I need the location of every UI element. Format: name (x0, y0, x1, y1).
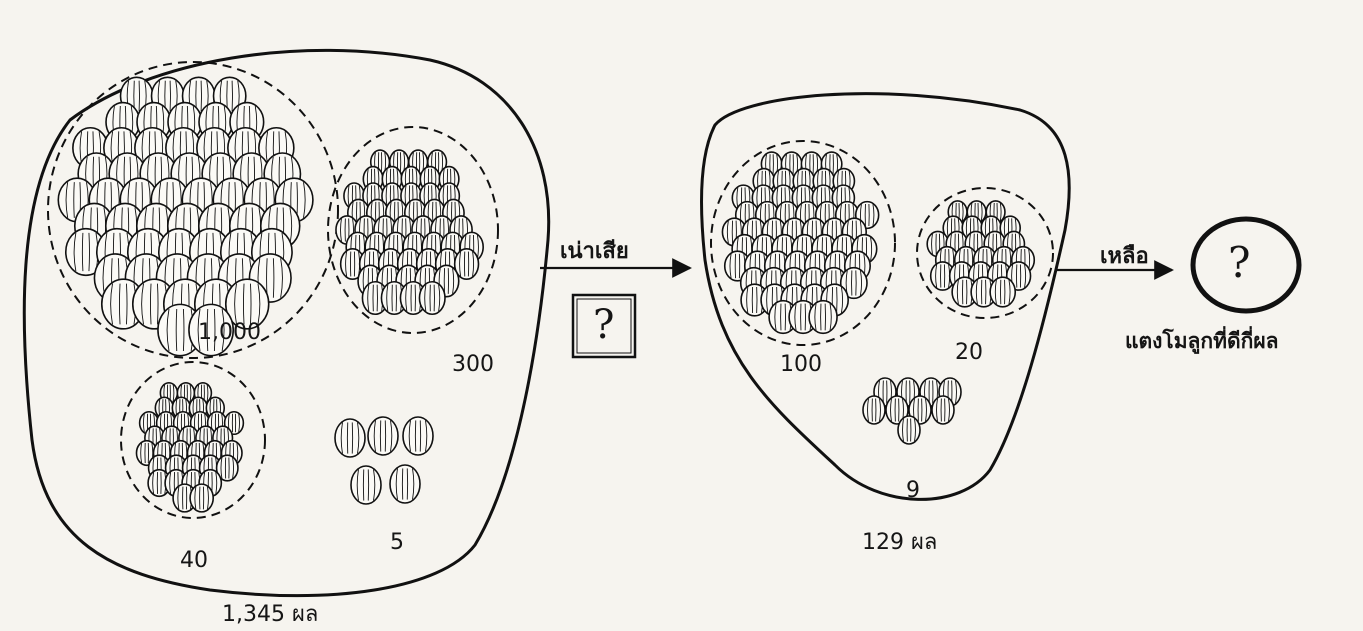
watermelon-fruit (190, 484, 213, 512)
cluster-5-fruits (335, 417, 433, 504)
group-a-total: 1,345 ผล (222, 596, 318, 631)
cluster-9-fruits (863, 378, 961, 444)
watermelon-fruit (932, 396, 954, 424)
remaining-question-mark: ? (1228, 238, 1251, 287)
cluster-100-fruits (722, 152, 878, 333)
cluster-40-fruits (136, 383, 243, 512)
watermelon-fruit (809, 301, 837, 334)
watermelon-fruit (898, 416, 920, 444)
cluster-5-label: 5 (390, 530, 404, 555)
watermelon-fruit (335, 419, 365, 457)
cluster-20-fruits (927, 201, 1034, 307)
cluster-300-fruits (336, 150, 483, 314)
watermelon-fruit (351, 466, 381, 504)
remaining-caption: แตงโมลูกที่ดีกี่ผล (1125, 325, 1279, 358)
watermelon-fruit (368, 417, 398, 455)
watermelon-fruit (419, 282, 445, 315)
cluster-40-label: 40 (180, 548, 208, 573)
cluster-1000-fruits (58, 77, 313, 355)
watermelon-fruit (403, 417, 433, 455)
watermelon-fruit (990, 277, 1015, 307)
cluster-300-label: 300 (452, 352, 494, 377)
watermelon-fruit (390, 465, 420, 503)
group-b-total: 129 ผล (862, 524, 937, 559)
watermelon-fruit (863, 396, 885, 424)
cluster-20-label: 20 (955, 340, 983, 365)
cluster-1000-label: 1,000 (198, 320, 261, 345)
remaining-label: เหลือ (1100, 238, 1149, 273)
rot-label: เน่าเสีย (560, 233, 629, 268)
cluster-100-label: 100 (780, 352, 822, 377)
rot-question-mark: ? (593, 302, 614, 348)
cluster-9-label: 9 (906, 478, 920, 503)
